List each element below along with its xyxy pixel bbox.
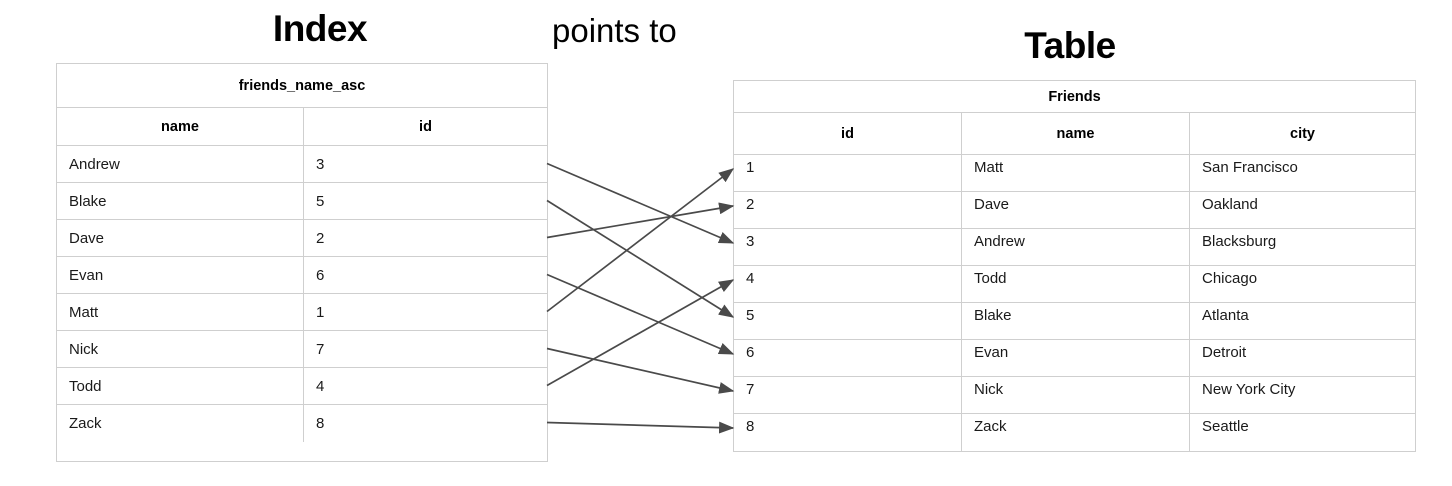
- index-row: Dave 2: [57, 220, 547, 257]
- friends-cell-name: Nick: [962, 377, 1190, 413]
- friends-row: 8 Zack Seattle: [734, 414, 1415, 451]
- index-header-row: name id: [57, 108, 547, 146]
- pointer-arrow-matt-to-id-1: [546, 168, 735, 313]
- index-cell-id: 8: [316, 415, 325, 432]
- index-cell-name: Andrew: [57, 146, 304, 182]
- friends-cell-name: Dave: [962, 192, 1190, 228]
- index-caption: friends_name_asc: [57, 64, 547, 108]
- index-row: Nick 7: [57, 331, 547, 368]
- friends-cell-city: Blacksburg: [1202, 233, 1277, 250]
- friends-row: 6 Evan Detroit: [734, 340, 1415, 377]
- pointer-arrow-andrew-to-id-3: [546, 162, 735, 244]
- points-to-label: points to: [552, 12, 677, 49]
- friends-cell-name: Todd: [962, 266, 1190, 302]
- index-row: Todd 4: [57, 368, 547, 405]
- index-title: Index: [272, 8, 368, 49]
- friends-cell-id: 4: [734, 266, 962, 302]
- pointer-arrow-todd-to-id-4: [546, 279, 735, 387]
- friends-row: 1 Matt San Francisco: [734, 155, 1415, 192]
- friends-row: 3 Andrew Blacksburg: [734, 229, 1415, 266]
- pointer-arrow-blake-to-id-5: [546, 199, 735, 318]
- friends-cell-id: 1: [734, 155, 962, 191]
- index-cell-name: Zack: [57, 405, 304, 442]
- friends-cell-id: 8: [734, 414, 962, 451]
- index-row: Evan 6: [57, 257, 547, 294]
- friends-cell-id: 7: [734, 377, 962, 413]
- index-row: Zack 8: [57, 405, 547, 442]
- friends-cell-name: Zack: [962, 414, 1190, 451]
- pointer-arrow-zack-to-id-8: [546, 421, 735, 434]
- friends-row: 7 Nick New York City: [734, 377, 1415, 414]
- friends-header-city: city: [1290, 125, 1315, 142]
- index-table: friends_name_asc name id Andrew 3 Blake …: [56, 63, 548, 462]
- index-cell-name: Blake: [57, 183, 304, 219]
- index-cell-name: Dave: [57, 220, 304, 256]
- friends-cell-name: Blake: [962, 303, 1190, 339]
- friends-caption: Friends: [734, 81, 1415, 113]
- index-cell-id: 2: [316, 229, 325, 247]
- index-cell-id: 7: [316, 340, 325, 358]
- friends-cell-city: San Francisco: [1202, 159, 1298, 176]
- pointer-arrow-nick-to-id-7: [546, 347, 735, 394]
- friends-cell-city: New York City: [1202, 381, 1296, 398]
- friends-cell-city: Atlanta: [1202, 307, 1249, 324]
- friends-cell-city: Seattle: [1202, 418, 1249, 435]
- friends-cell-name: Evan: [962, 340, 1190, 376]
- friends-header-row: id name city: [734, 113, 1415, 155]
- friends-header-name: name: [962, 113, 1190, 154]
- index-header-name: name: [57, 108, 304, 145]
- friends-cell-id: 6: [734, 340, 962, 376]
- friends-cell-city: Chicago: [1202, 270, 1258, 287]
- friends-row: 4 Todd Chicago: [734, 266, 1415, 303]
- friends-cell-id: 2: [734, 192, 962, 228]
- friends-cell-city: Detroit: [1202, 344, 1247, 361]
- index-cell-name: Matt: [57, 294, 304, 330]
- friends-row: 2 Dave Oakland: [734, 192, 1415, 229]
- friends-cell-city: Oakland: [1202, 196, 1258, 213]
- table-title: Table: [1024, 25, 1116, 66]
- friends-header-id: id: [734, 113, 962, 154]
- friends-cell-name: Andrew: [962, 229, 1190, 265]
- index-row: Matt 1: [57, 294, 547, 331]
- friends-cell-id: 5: [734, 303, 962, 339]
- friends-cell-name: Matt: [962, 155, 1190, 191]
- index-header-id: id: [419, 118, 432, 135]
- index-cell-id: 4: [316, 377, 325, 395]
- pointer-arrow-dave-to-id-2: [546, 202, 735, 239]
- index-row: Andrew 3: [57, 146, 547, 183]
- index-cell-name: Evan: [57, 257, 304, 293]
- friends-table: Friends id name city 1 Matt San Francisc…: [733, 80, 1416, 452]
- index-cell-name: Nick: [57, 331, 304, 367]
- index-cell-id: 6: [316, 266, 325, 284]
- index-cell-id: 1: [316, 303, 325, 321]
- index-row: Blake 5: [57, 183, 547, 220]
- index-cell-id: 5: [316, 192, 325, 210]
- friends-row: 5 Blake Atlanta: [734, 303, 1415, 340]
- friends-cell-id: 3: [734, 229, 962, 265]
- index-cell-name: Todd: [57, 368, 304, 404]
- index-cell-id: 3: [316, 155, 325, 173]
- pointer-arrow-evan-to-id-6: [546, 273, 735, 355]
